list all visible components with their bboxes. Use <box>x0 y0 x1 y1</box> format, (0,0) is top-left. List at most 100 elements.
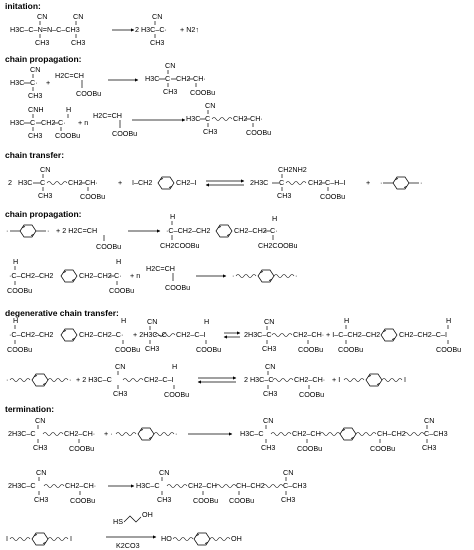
label-h: H <box>172 362 177 371</box>
label-ch3: CH3 <box>150 38 164 47</box>
label-cn: CN <box>283 468 293 477</box>
label-coobu: COOBu <box>193 496 218 505</box>
label-coobu: COOBu <box>370 444 395 453</box>
svg-text:C·: C· <box>114 271 122 280</box>
svg-text:CH·: CH· <box>193 74 206 83</box>
label-h: H <box>272 214 277 223</box>
plus-sign: + <box>118 178 122 187</box>
label-ch2: CH2 <box>41 118 55 127</box>
svg-text:CH2–CH·: CH2–CH· <box>293 330 324 339</box>
monomer: H2C=CH <box>146 264 175 273</box>
label-cn: CN <box>30 65 40 74</box>
label-ch2: CH2 <box>176 74 190 83</box>
radical-product: 2 H3C–C· <box>135 25 167 34</box>
svg-text:CH–CH2: CH–CH2 <box>236 481 265 490</box>
label-cn: CN <box>264 317 274 326</box>
label-coobu: COOBu <box>164 390 189 399</box>
label-cn: CN <box>263 416 273 425</box>
monomer: H2C=CH <box>55 71 84 80</box>
label-cn: CN <box>40 165 50 174</box>
svg-text:C: C <box>165 74 170 83</box>
benzene-ring <box>31 373 49 387</box>
label-coobu: COOBu <box>246 128 271 137</box>
svg-text:CH2–CH: CH2–CH <box>188 481 217 490</box>
monomer: H2C=CH <box>93 111 122 120</box>
svg-text:+ ·: + · <box>104 429 113 438</box>
svg-text:CH2–C–I: CH2–C–I <box>176 330 206 339</box>
label-ch2nh2: CH2NH2 <box>278 165 307 174</box>
nitrogen-gas: + N2↑ <box>180 25 199 34</box>
svg-text:CH·: CH· <box>250 114 263 123</box>
label-coobu: COOBu <box>7 345 32 354</box>
benzene-ring <box>137 427 155 441</box>
benzene-ring <box>392 176 410 190</box>
svg-text:CH2–CH·: CH2–CH· <box>65 481 96 490</box>
label-cn: CN <box>37 12 47 21</box>
svg-text:·: · <box>175 429 177 438</box>
svg-text:C: C <box>279 178 284 187</box>
svg-text:CH·: CH· <box>85 178 98 187</box>
plus-sign: + <box>366 178 370 187</box>
svg-text:2H3C–C: 2H3C–C <box>244 330 272 339</box>
svg-text:C: C <box>40 178 45 187</box>
label-hs: HS <box>113 517 123 526</box>
svg-text:CH2–CH·: CH2–CH· <box>294 375 325 384</box>
label-ch3: CH3 <box>157 495 171 504</box>
benzene-ring <box>365 373 383 387</box>
two-monomer: + 2 H2C=CH <box>56 226 97 235</box>
label-h: H <box>13 316 18 325</box>
benzene-ring <box>339 427 357 441</box>
label-2h3c: 2H3C <box>250 178 268 187</box>
label-ch3: CH3 <box>145 344 159 353</box>
svg-text:CH2–CH2–C·: CH2–CH2–C· <box>79 330 123 339</box>
svg-text:·: · <box>295 271 297 280</box>
label-coobu: COOBu <box>96 242 121 251</box>
label-cn: CN <box>159 468 169 477</box>
label-ch3: CH3 <box>422 443 436 452</box>
label-i: I <box>70 534 72 543</box>
label-ch2-i: CH2–I <box>176 178 196 187</box>
label-cn: CN <box>152 12 162 21</box>
svg-text:CH2–CH·: CH2–CH· <box>64 429 95 438</box>
svg-text:·: · <box>232 271 234 280</box>
label-h: H <box>204 317 209 326</box>
svg-text:·: · <box>6 375 8 384</box>
label-ch2: CH2 <box>233 114 247 123</box>
svg-text:CH2–CH: CH2–CH <box>292 429 321 438</box>
label-cn: CN <box>73 12 83 21</box>
svg-text:·C–CH2–CH2: ·C–CH2–CH2 <box>9 330 53 339</box>
label-ch3: CH3 <box>277 191 291 200</box>
svg-text:+ I: + I <box>332 375 340 384</box>
label-h: H <box>116 257 121 266</box>
label-h: H <box>446 316 451 325</box>
label-ho: HO <box>161 534 172 543</box>
svg-text:C–CH3: C–CH3 <box>283 481 307 490</box>
label-ch2: CH2 <box>68 178 82 187</box>
label-ch3: CH3 <box>34 495 48 504</box>
label-ch3: CH3 <box>163 87 177 96</box>
heading-chain-propagation-2: chain propagation: <box>5 209 82 219</box>
plus-sign: + <box>46 78 50 87</box>
label-h3c: H3C <box>186 114 200 123</box>
svg-text:C·: C· <box>270 226 278 235</box>
label-h3c: H3C <box>145 74 159 83</box>
label-ch3: CH3 <box>261 443 275 452</box>
svg-text:·C–CH2–CH2: ·C–CH2–CH2 <box>9 271 53 280</box>
svg-text:+ 2 H3C–C: + 2 H3C–C <box>76 375 112 384</box>
svg-text:·: · <box>380 178 382 187</box>
svg-text:C·: C· <box>30 78 38 87</box>
label-coobu: COOBu <box>70 496 95 505</box>
c-ch2-c-h: CH2 <box>308 178 322 187</box>
svg-text:+ I–C–CH2–CH2: + I–C–CH2–CH2 <box>326 330 380 339</box>
label-ch3: CH3 <box>38 191 52 200</box>
svg-text:2H3C–C: 2H3C–C <box>8 481 36 490</box>
label-cn: CN <box>35 416 45 425</box>
heading-chain-transfer: chain transfer: <box>5 150 64 160</box>
benzene-ring <box>380 328 398 342</box>
svg-text:CH2–C–I: CH2–C–I <box>144 375 174 384</box>
label-cn: CN <box>265 362 275 371</box>
svg-text:·: · <box>6 226 8 235</box>
label-h: H <box>66 105 71 114</box>
label-coobu: COOBu <box>320 192 345 201</box>
label-coobu: COOBu <box>80 192 105 201</box>
